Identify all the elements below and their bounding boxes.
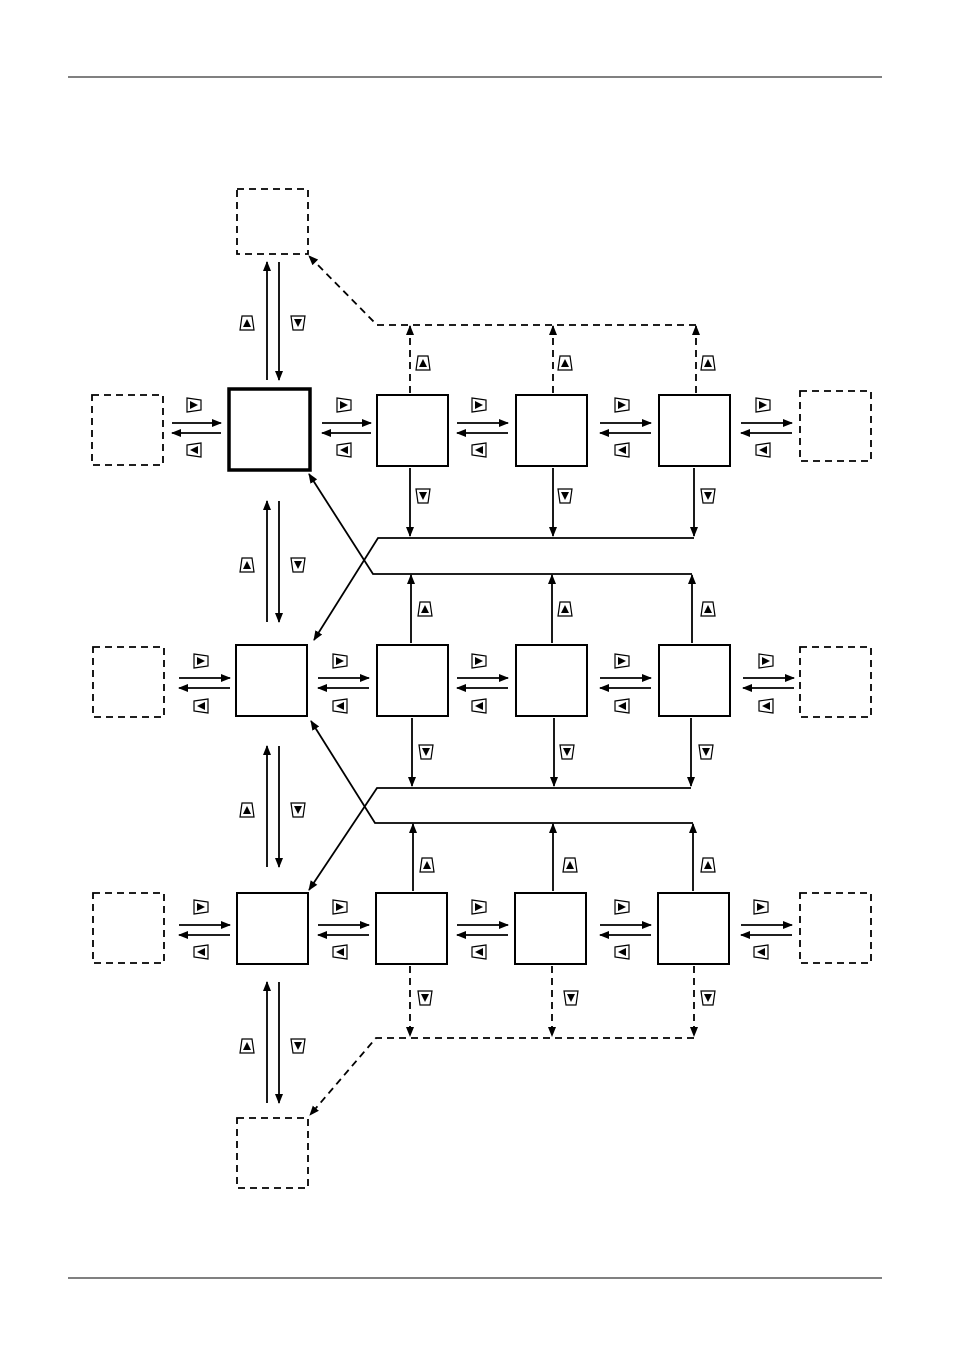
- state-box-r3c3: [515, 893, 586, 964]
- offscreen-box-left-row2: [93, 647, 164, 717]
- up-arrow-key-icon: [240, 316, 254, 330]
- right-arrow-key-icon: [194, 654, 208, 668]
- up-arrow-key-icon: [420, 858, 434, 872]
- state-box-r2c4: [659, 645, 730, 716]
- state-box-r3c4: [658, 893, 729, 964]
- left-arrow-key-icon: [615, 443, 629, 457]
- right-arrow-key-icon: [337, 398, 351, 412]
- down-arrow-key-icon: [564, 991, 578, 1005]
- right-arrow-key-icon: [194, 900, 208, 914]
- connector-up-to-row2: [311, 721, 693, 823]
- down-arrow-key-icon: [419, 745, 433, 759]
- up-arrow-key-icon: [240, 803, 254, 817]
- state-box-r1c4: [659, 395, 730, 466]
- down-arrow-key-icon: [418, 991, 432, 1005]
- offscreen-box-bottom: [237, 1118, 308, 1188]
- left-arrow-key-icon: [615, 945, 629, 959]
- right-arrow-key-icon: [472, 654, 486, 668]
- offscreen-box-right-row1: [800, 391, 871, 461]
- right-arrow-key-icon: [187, 398, 201, 412]
- right-arrow-key-icon: [615, 900, 629, 914]
- left-arrow-key-icon: [187, 443, 201, 457]
- right-arrow-key-icon: [615, 398, 629, 412]
- left-arrow-key-icon: [194, 699, 208, 713]
- right-arrow-key-icon: [756, 398, 770, 412]
- down-arrow-key-icon: [291, 316, 305, 330]
- state-box-r1c1: [229, 389, 310, 470]
- down-arrow-key-icon: [701, 991, 715, 1005]
- connector-down-to-row3: [309, 788, 691, 890]
- offscreen-box-right-row2: [800, 647, 871, 717]
- down-arrow-key-icon: [701, 489, 715, 503]
- up-arrow-key-icon: [418, 602, 432, 616]
- left-arrow-key-icon: [337, 443, 351, 457]
- right-arrow-key-icon: [472, 398, 486, 412]
- right-arrow-key-icon: [759, 654, 773, 668]
- down-arrow-key-icon: [558, 489, 572, 503]
- left-arrow-key-icon: [194, 945, 208, 959]
- up-arrow-key-icon: [240, 1039, 254, 1053]
- left-arrow-key-icon: [756, 443, 770, 457]
- offscreen-box-left-row3: [93, 893, 164, 963]
- up-arrow-key-icon: [701, 858, 715, 872]
- up-arrow-key-icon: [558, 602, 572, 616]
- state-box-r2c3: [516, 645, 587, 716]
- up-arrow-key-icon: [701, 356, 715, 370]
- up-arrow-key-icon: [558, 356, 572, 370]
- dashed-connector-bottom: [310, 1038, 694, 1115]
- up-arrow-key-icon: [416, 356, 430, 370]
- down-arrow-key-icon: [291, 803, 305, 817]
- down-arrow-key-icon: [291, 558, 305, 572]
- right-arrow-key-icon: [754, 900, 768, 914]
- state-box-r1c2: [377, 395, 448, 466]
- right-arrow-key-icon: [472, 900, 486, 914]
- state-box-r1c3: [516, 395, 587, 466]
- left-arrow-key-icon: [754, 945, 768, 959]
- left-arrow-key-icon: [472, 699, 486, 713]
- offscreen-box-top: [237, 189, 308, 254]
- down-arrow-key-icon: [699, 745, 713, 759]
- up-arrow-key-icon: [701, 602, 715, 616]
- right-arrow-key-icon: [333, 654, 347, 668]
- dashed-connector-top: [309, 256, 696, 325]
- offscreen-box-right-row3: [800, 893, 871, 963]
- left-arrow-key-icon: [333, 945, 347, 959]
- left-arrow-key-icon: [472, 945, 486, 959]
- state-box-r3c1: [237, 893, 308, 964]
- left-arrow-key-icon: [333, 699, 347, 713]
- state-box-r3c2: [376, 893, 447, 964]
- left-arrow-key-icon: [759, 699, 773, 713]
- right-arrow-key-icon: [615, 654, 629, 668]
- down-arrow-key-icon: [560, 745, 574, 759]
- state-box-r2c1: [236, 645, 307, 716]
- up-arrow-key-icon: [240, 558, 254, 572]
- offscreen-box-left-row1: [92, 395, 163, 465]
- state-box-r2c2: [377, 645, 448, 716]
- down-arrow-key-icon: [416, 489, 430, 503]
- left-arrow-key-icon: [472, 443, 486, 457]
- connector-down-to-row2: [314, 538, 694, 640]
- up-arrow-key-icon: [563, 858, 577, 872]
- down-arrow-key-icon: [291, 1039, 305, 1053]
- right-arrow-key-icon: [333, 900, 347, 914]
- connector-up-to-row1: [309, 474, 692, 574]
- left-arrow-key-icon: [615, 699, 629, 713]
